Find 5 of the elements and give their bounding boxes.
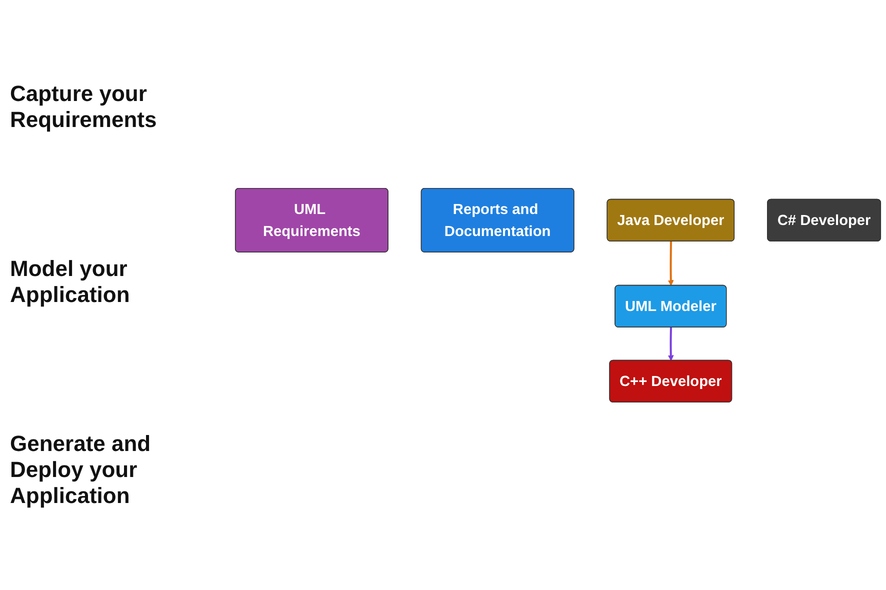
step-label: Capture your Requirements bbox=[10, 81, 158, 134]
arrow bbox=[668, 241, 674, 286]
arrow bbox=[668, 327, 674, 361]
step-label: Model your Application bbox=[10, 256, 131, 308]
step-label: Generate and Deploy your Application bbox=[10, 430, 152, 509]
